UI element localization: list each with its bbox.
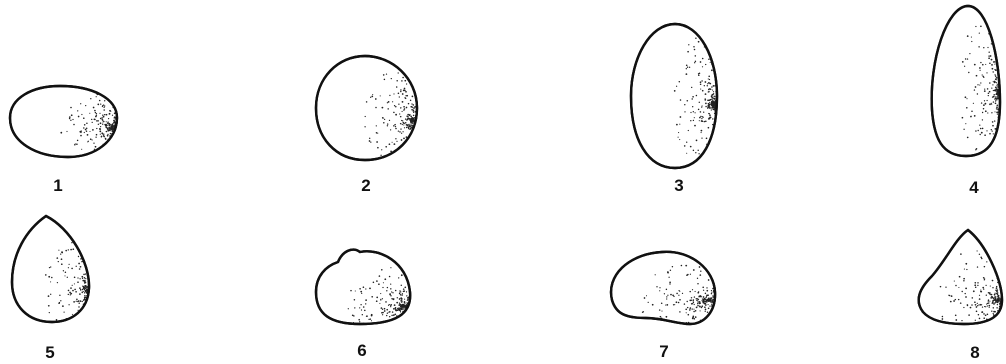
shape-4-label: 4	[969, 178, 979, 197]
shape-4-group: 4	[932, 6, 1006, 197]
shape-6-group: 6	[316, 250, 458, 360]
shape-3-label: 3	[674, 176, 683, 195]
shape-2-label: 2	[361, 176, 370, 195]
shape-8-label: 8	[970, 343, 979, 362]
shape-2-group: 2	[316, 56, 458, 195]
shape-8-group: 8	[919, 230, 1006, 362]
shape-1-group: 1	[10, 86, 161, 195]
shape-6-label: 6	[357, 341, 366, 360]
shape-5-label: 5	[45, 343, 54, 362]
shape-1-label: 1	[53, 176, 62, 195]
shape-5-group: 5	[12, 216, 131, 362]
shape-7-label: 7	[659, 342, 668, 361]
shape-7-group: 7	[611, 252, 776, 361]
shape-3-group: 3	[631, 24, 750, 195]
shape-5-outline	[12, 216, 89, 322]
